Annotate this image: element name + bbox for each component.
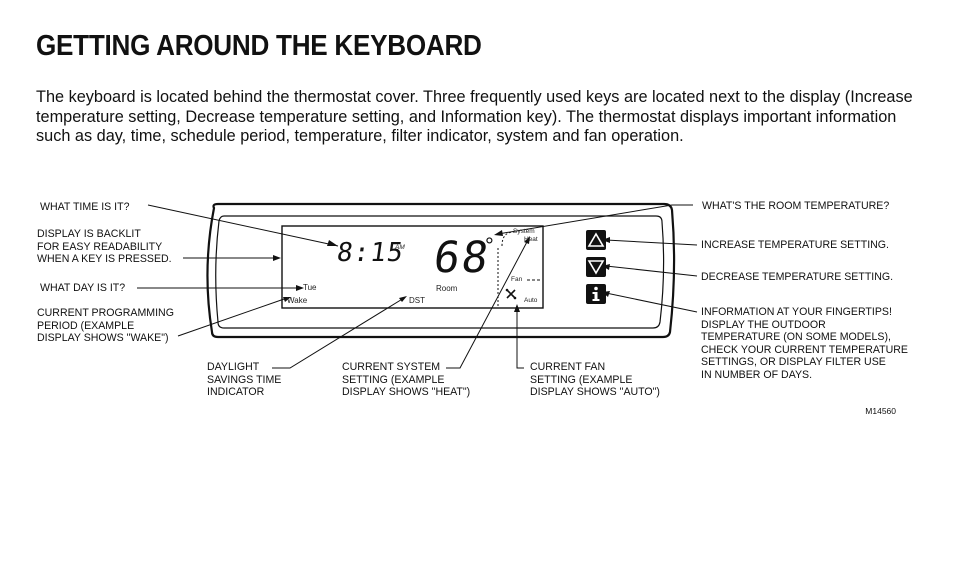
decrease-key[interactable]: [586, 257, 606, 277]
arrowhead-increase: [602, 237, 610, 243]
callout-backlit: DISPLAY IS BACKLIT FOR EASY READABILITY …: [37, 228, 172, 266]
increase-key[interactable]: [586, 230, 606, 250]
leader-info: [605, 292, 698, 313]
info-key[interactable]: [586, 284, 606, 304]
arrowhead-time: [327, 240, 338, 246]
lcd-room-label: Room: [436, 284, 458, 293]
callout-dst: DAYLIGHT SAVINGS TIME INDICATOR: [207, 361, 282, 399]
callout-information: INFORMATION AT YOUR FINGERTIPS! DISPLAY …: [701, 306, 908, 381]
callout-increase: INCREASE TEMPERATURE SETTING.: [701, 239, 889, 251]
figure-id: M14560: [865, 406, 896, 416]
lcd-ampm: AM: [395, 244, 405, 251]
leader-decrease: [605, 265, 698, 277]
leader-time: [147, 204, 339, 247]
down-triangle-icon: [587, 260, 605, 275]
lcd-fan-value: Auto: [524, 297, 538, 304]
arrowhead-day: [296, 285, 304, 291]
arrowhead-period: [283, 297, 291, 302]
leader-system: [446, 239, 529, 369]
leader-fan: [516, 308, 524, 369]
leader-increase: [605, 239, 698, 246]
arrowhead-dst: [399, 296, 407, 302]
up-triangle-icon: [587, 232, 605, 247]
arrowhead-fan: [514, 304, 520, 312]
lcd-fan-label: Fan: [511, 276, 523, 283]
callout-what-day: WHAT DAY IS IT?: [40, 282, 126, 294]
leader-room-temp: [497, 204, 693, 235]
lcd-system-value: Heat: [524, 236, 538, 243]
lcd-time: 8:15: [334, 238, 406, 268]
leader-period: [177, 297, 288, 337]
lcd-temperature: 68: [430, 233, 494, 283]
callout-fan: CURRENT FAN SETTING (EXAMPLE DISPLAY SHO…: [530, 361, 660, 399]
lcd-period: Wake: [287, 296, 308, 305]
leader-dst: [272, 297, 405, 369]
info-icon: [592, 286, 600, 301]
lcd-system-label: System: [513, 228, 535, 235]
thermostat-inner-rim: [215, 215, 665, 329]
fan-icon: [505, 288, 517, 300]
callout-what-time: WHAT TIME IS IT?: [40, 201, 130, 213]
lcd-day: Tue: [303, 283, 317, 292]
lcd-dst: DST: [409, 296, 425, 305]
callout-decrease: DECREASE TEMPERATURE SETTING.: [701, 271, 894, 283]
lcd-degree: °: [485, 233, 494, 258]
thermostat-housing: [206, 202, 676, 339]
lcd-screen: [281, 225, 544, 309]
arrowhead-system: [524, 236, 530, 244]
callout-room-temperature: WHAT'S THE ROOM TEMPERATURE?: [702, 200, 890, 212]
page-title: GETTING AROUND THE KEYBOARD: [36, 30, 482, 62]
callout-system: CURRENT SYSTEM SETTING (EXAMPLE DISPLAY …: [342, 361, 471, 399]
intro-paragraph: The keyboard is located behind the therm…: [36, 88, 913, 145]
callout-programming-period: CURRENT PROGRAMMING PERIOD (EXAMPLE DISP…: [37, 307, 174, 345]
arrowhead-backlit: [273, 255, 281, 261]
arrowhead-room-temp: [494, 230, 503, 236]
